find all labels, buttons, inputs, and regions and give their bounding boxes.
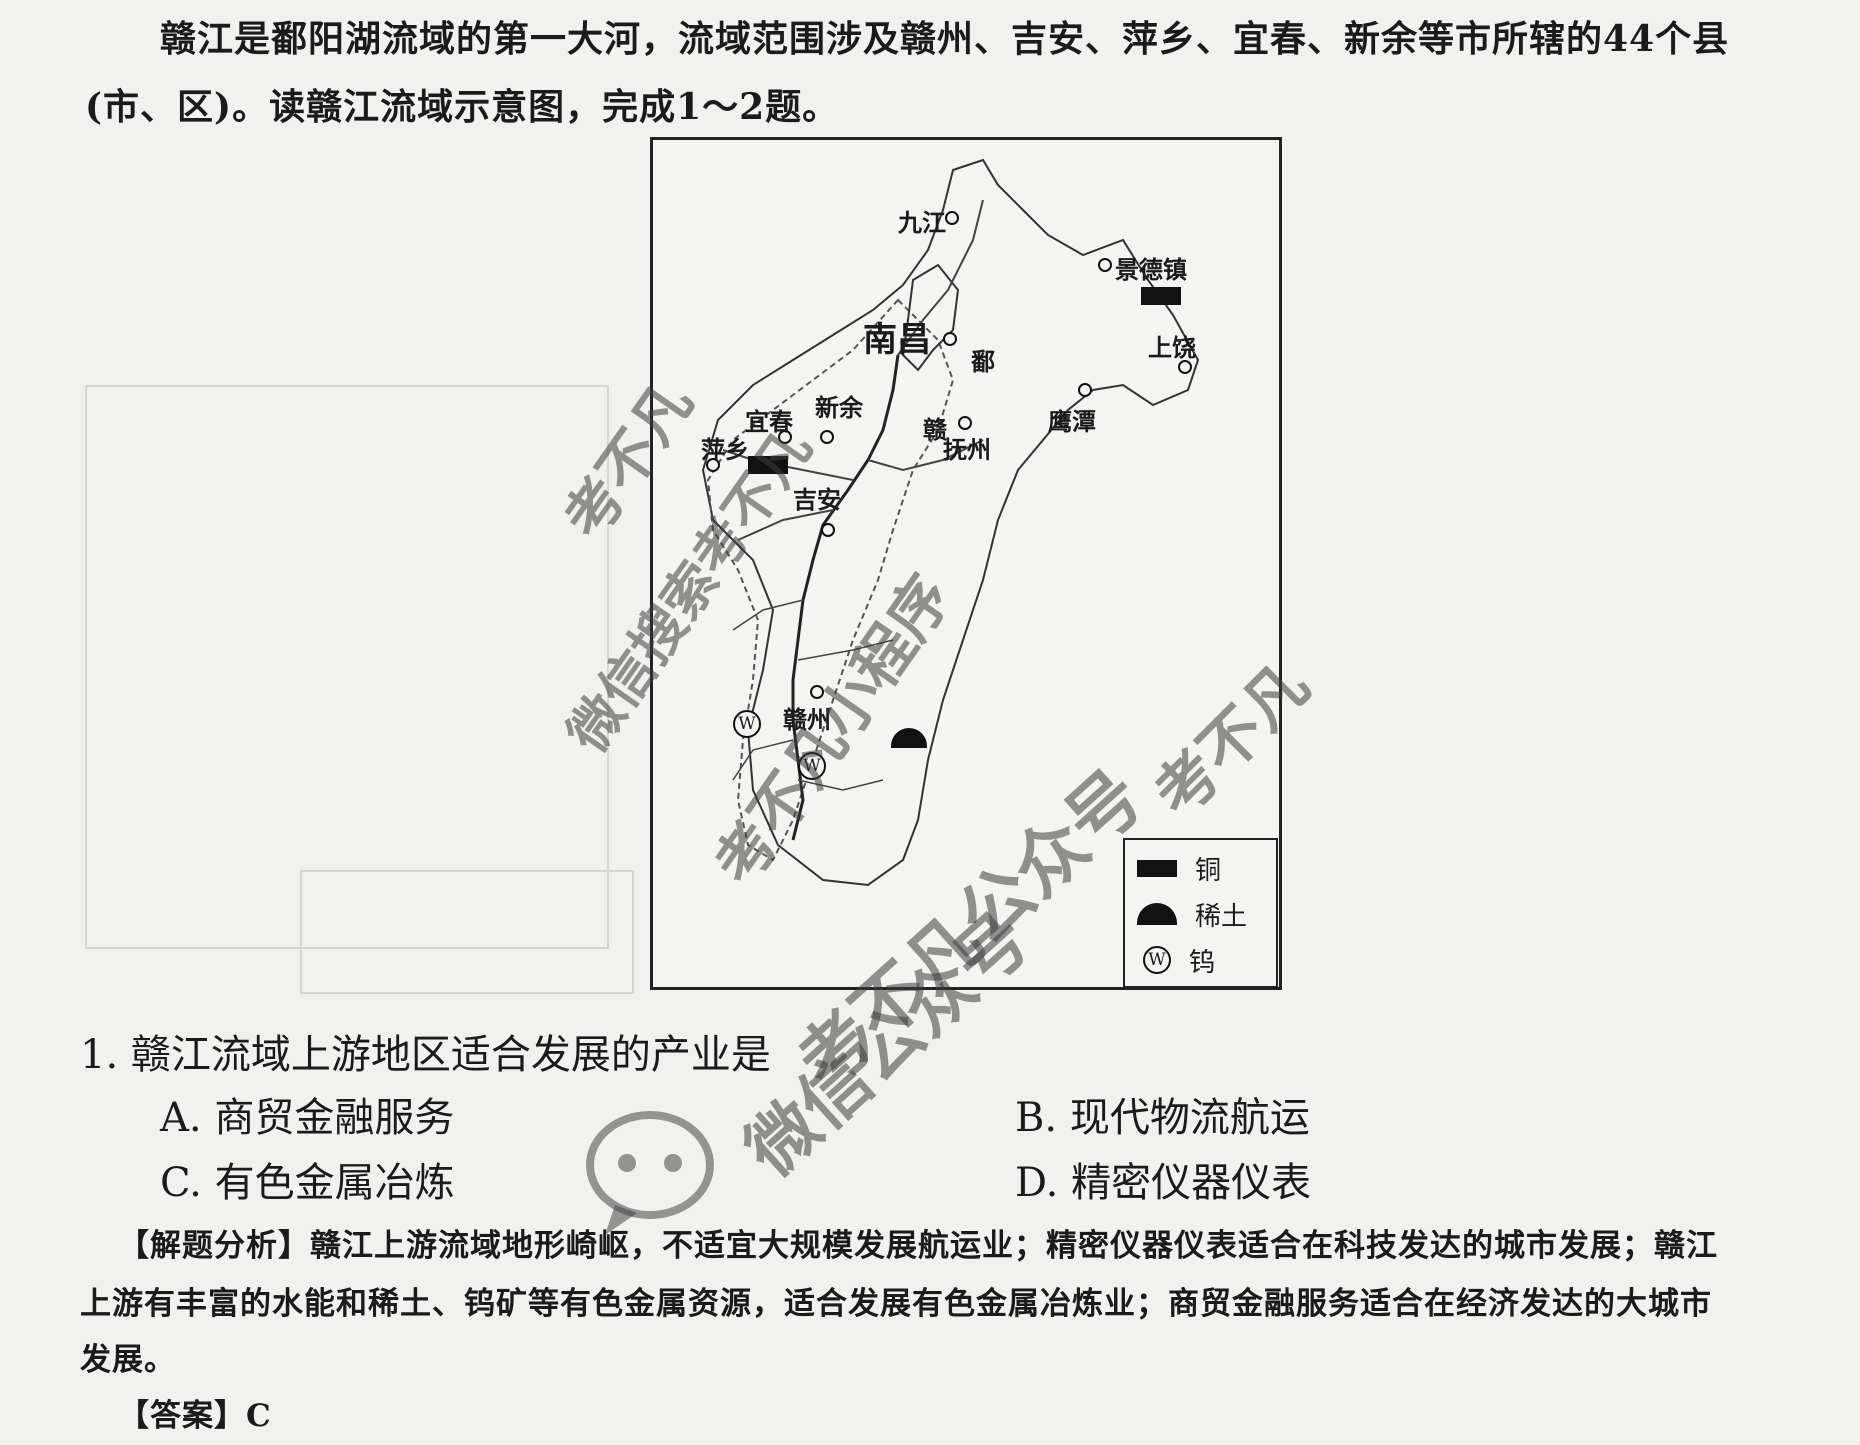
city-label-jiujiang: 九江 xyxy=(898,208,946,237)
rare-earth-symbol-icon xyxy=(1137,903,1177,925)
copper-mine-marker xyxy=(748,456,788,474)
city-dot-shangrao xyxy=(1178,360,1192,374)
question-number: 1. xyxy=(80,1032,119,1078)
analysis-line-2: 上游有丰富的水能和稀土、钨矿等有色金属资源，适合发展有色金属冶炼业；商贸金融服务… xyxy=(80,1286,1712,1322)
legend-row-rare-earth: 稀土 xyxy=(1137,894,1277,934)
map-drawing xyxy=(701,158,1200,887)
legend-label-copper: 铜 xyxy=(1195,855,1222,886)
intro-line-2: (市、区)。读赣江流域示意图，完成1～2题。 xyxy=(85,86,840,128)
answer-value: C xyxy=(246,1398,272,1434)
ghost-box xyxy=(300,870,634,994)
city-label-jian: 吉安 xyxy=(793,485,841,514)
legend-label-tungsten: 钨 xyxy=(1189,947,1216,978)
river-label-gan: 赣 xyxy=(923,415,947,444)
city-label-fuzhou: 抚州 xyxy=(943,435,991,464)
legend-label-rare-earth: 稀土 xyxy=(1195,901,1248,932)
analysis-label: 【解题分析】 xyxy=(118,1228,310,1264)
question-1: 1. 赣江流域上游地区适合发展的产业是 xyxy=(80,1022,771,1080)
analysis-line-3: 发展。 xyxy=(80,1342,176,1378)
tungsten-mine-marker: W xyxy=(798,752,826,780)
option-c[interactable]: C. 有色金属冶炼 xyxy=(160,1160,455,1206)
city-dot-pingxiang xyxy=(706,458,720,472)
answer-label: 【答案】 xyxy=(118,1398,246,1434)
option-a[interactable]: A. 商贸金融服务 xyxy=(160,1095,455,1141)
rare-earth-mine-marker xyxy=(891,728,927,748)
city-dot-yichun xyxy=(778,430,792,444)
tungsten-symbol-icon: W xyxy=(1143,946,1171,974)
copper-symbol-icon xyxy=(1137,859,1177,877)
option-b[interactable]: B. 现代物流航运 xyxy=(1015,1095,1310,1141)
city-dot-fuzhou xyxy=(958,416,972,430)
ghost-box xyxy=(85,385,609,949)
city-dot-jingdezhen xyxy=(1098,258,1112,272)
wechat-logo-icon xyxy=(586,1111,714,1235)
city-label-yichun: 宜春 xyxy=(745,407,793,436)
city-label-pingxiang: 萍乡 xyxy=(701,435,749,464)
city-dot-nanchang xyxy=(943,332,957,346)
city-dot-jiujiang xyxy=(945,211,959,225)
city-label-yingtan: 鹰潭 xyxy=(1048,407,1096,436)
city-label-nanchang: 南昌 xyxy=(863,320,931,360)
city-dot-jian xyxy=(821,523,835,537)
legend-row-tungsten: W 钨 xyxy=(1137,940,1277,980)
city-label-xinyu: 新余 xyxy=(815,393,863,422)
city-dot-yingtan xyxy=(1078,383,1092,397)
city-dot-xinyu xyxy=(820,430,834,444)
city-label-jingdezhen: 景德镇 xyxy=(1115,255,1187,284)
gan-river-basin-map: 九江 景德镇 南昌 上饶 鹰潭 鄱 赣 萍乡 宜春 新余 抚州 吉安 赣州 W … xyxy=(650,137,1282,990)
tungsten-mine-marker: W xyxy=(733,710,761,738)
city-dot-ganzhou xyxy=(810,685,824,699)
intro-line-1: 赣江是鄱阳湖流域的第一大河，流域范围涉及赣州、吉安、萍乡、宜春、新余等市所辖的4… xyxy=(160,18,1730,60)
copper-mine-marker xyxy=(1141,287,1181,305)
option-d[interactable]: D. 精密仪器仪表 xyxy=(1015,1160,1312,1206)
city-label-shangrao: 上饶 xyxy=(1148,333,1196,362)
answer-line: 【答案】C xyxy=(118,1390,272,1435)
legend-row-copper: 铜 xyxy=(1137,848,1277,888)
lake-label-poyang: 鄱 xyxy=(971,347,995,376)
question-stem: 赣江流域上游地区适合发展的产业是 xyxy=(130,1032,771,1078)
city-label-ganzhou: 赣州 xyxy=(783,705,831,734)
map-legend: 铜 稀土 W 钨 xyxy=(1123,838,1278,988)
analysis-text-1: 赣江上游流域地形崎岖，不适宜大规模发展航运业；精密仪器仪表适合在科技发达的城市发… xyxy=(310,1228,1718,1264)
analysis-line-1: 【解题分析】赣江上游流域地形崎岖，不适宜大规模发展航运业；精密仪器仪表适合在科技… xyxy=(118,1220,1718,1265)
